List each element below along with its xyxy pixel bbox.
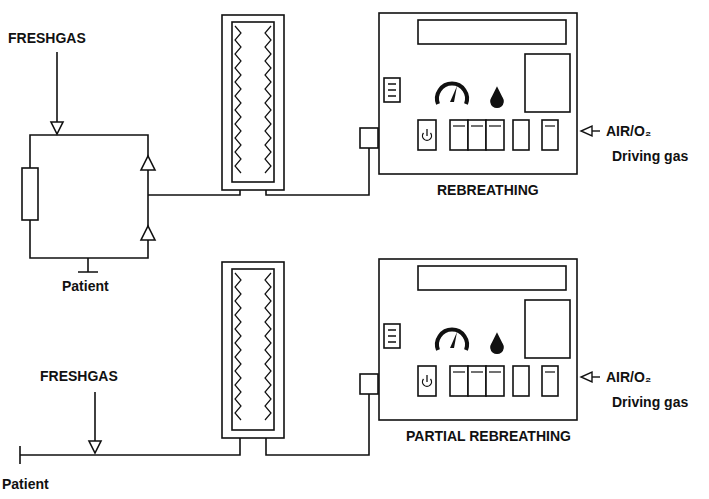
circle-system (22, 52, 240, 272)
gas-label: Driving gas (612, 148, 688, 164)
dial-needle (450, 332, 457, 348)
button-mark (471, 125, 483, 126)
gas-label: AIR/O₂ (606, 369, 651, 385)
setup-title: REBREATHING (437, 182, 539, 198)
display-panel (525, 54, 570, 112)
setup-title: PARTIAL REBREATHING (406, 428, 571, 444)
partial-system (20, 392, 240, 464)
power-symbol (426, 375, 427, 382)
absorber-symbol (22, 168, 38, 220)
setting-button (450, 120, 468, 150)
mode-icon-box (384, 324, 400, 348)
gas-label: AIR/O₂ (606, 123, 651, 139)
power-symbol (426, 129, 427, 136)
freshgas-line (94, 392, 96, 441)
patient-port (19, 446, 21, 464)
ventilator-housing (379, 259, 577, 420)
setting-button (542, 120, 558, 150)
bellows-folds (235, 26, 271, 420)
gas-label: FRESHGAS (8, 30, 86, 46)
patient-label: Patient (62, 278, 109, 294)
patient-label: Patient (2, 476, 49, 492)
ventilator-drawing (378, 258, 578, 421)
button-mark (489, 371, 501, 372)
button-mark (545, 125, 555, 126)
valve-symbol (141, 156, 155, 170)
dial-arc (437, 330, 467, 350)
canister-outer (222, 262, 284, 438)
mode-icon (388, 84, 396, 96)
setting-button (513, 120, 529, 150)
ventilator-unit: REBREATHING (378, 12, 578, 175)
display-panel (525, 300, 570, 358)
drive-hose (266, 128, 378, 455)
bellows-fold (235, 273, 241, 420)
driving-gas-arrows (581, 126, 600, 382)
setting-button (513, 366, 529, 396)
canister-inner (232, 22, 274, 182)
hose-line (266, 394, 369, 455)
arrow-head (581, 126, 592, 136)
arrow-line (592, 376, 600, 377)
circle-loop (30, 135, 148, 258)
bellows-fold (265, 26, 271, 173)
setting-button (468, 120, 486, 150)
mode-icon (388, 330, 396, 342)
display-window (418, 20, 566, 44)
hose-line (266, 148, 369, 195)
mode-icon-box (384, 78, 400, 102)
small-knob (491, 88, 503, 107)
button-mark (453, 125, 465, 126)
bellows-canister (222, 15, 284, 438)
ventilator-housing (379, 13, 577, 174)
power-button (418, 120, 436, 150)
canister-inner (232, 269, 274, 430)
power-button (418, 366, 436, 396)
setting-button (486, 120, 504, 150)
ventilator-unit: PARTIAL REBREATHING (378, 258, 578, 421)
arrow-head (51, 122, 63, 134)
arrow-line (592, 130, 600, 131)
setting-button (486, 366, 504, 396)
valve-symbol (141, 226, 155, 240)
hose-connector (360, 128, 378, 148)
setting-button (468, 366, 486, 396)
freshgas-line (56, 52, 58, 123)
bellows-fold (235, 26, 241, 173)
arrow-head (89, 441, 101, 453)
dial-needle (450, 86, 457, 102)
hose-line (20, 438, 240, 455)
setting-button (450, 366, 468, 396)
hose-connector (360, 374, 378, 394)
dial-arc (437, 84, 467, 104)
button-mark (453, 371, 465, 372)
small-knob (491, 334, 503, 353)
display-window (418, 266, 566, 290)
gas-label: Driving gas (612, 394, 688, 410)
canister-outer (222, 15, 284, 190)
patient-port (78, 258, 98, 272)
setting-button (542, 366, 558, 396)
arrow-head (581, 372, 592, 382)
bellows-fold (265, 273, 271, 420)
gas-label: FRESHGAS (40, 368, 118, 384)
button-mark (489, 125, 501, 126)
button-mark (545, 371, 555, 372)
ventilator-drawing (378, 12, 578, 175)
button-mark (471, 371, 483, 372)
